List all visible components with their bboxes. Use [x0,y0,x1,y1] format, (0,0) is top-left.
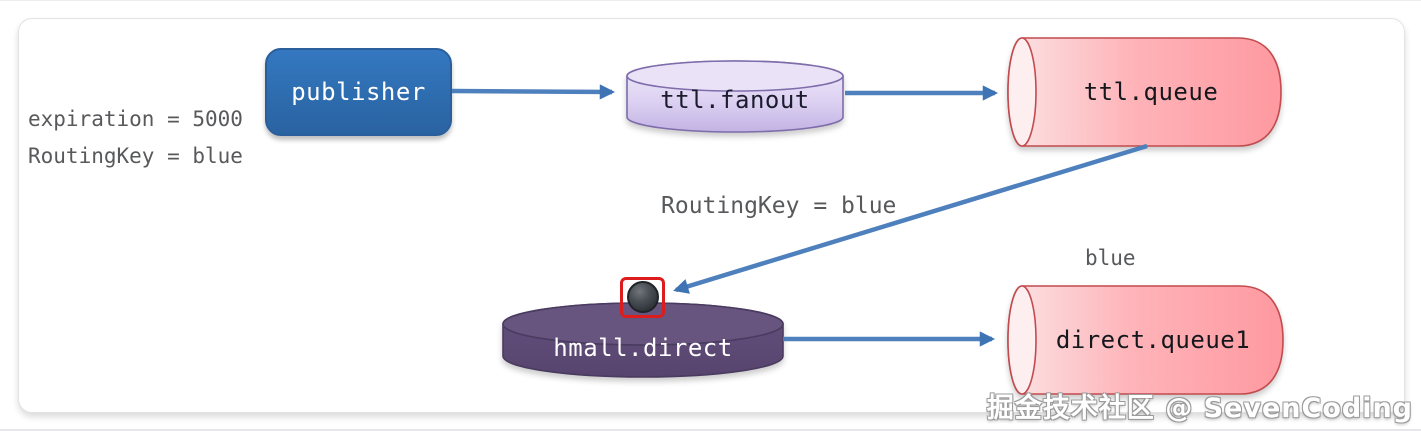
node-publisher: publisher [265,48,452,136]
ttl-queue-label: ttl.queue [1083,78,1219,106]
publisher-label: publisher [291,78,426,106]
expiration-annotation: expiration = 5000 [28,107,243,131]
watermark: 掘金技术社区 @ SevenCoding [986,393,1413,424]
ttl-fanout-label: ttl.fanout [660,86,810,114]
highlight-box [620,277,665,318]
routing-key-publisher-annotation: RoutingKey = blue [28,144,243,168]
hmall-direct-label: hmall.direct [553,334,733,362]
routing-key-dead-letter-annotation: RoutingKey = blue [661,193,897,219]
page-top-divider [0,0,1421,1]
binding-key-annotation: blue [1085,246,1136,270]
direct-queue1-label: direct.queue1 [1055,326,1251,354]
dead-letter-marker-icon [627,281,659,313]
page-bottom-divider [0,429,1421,431]
